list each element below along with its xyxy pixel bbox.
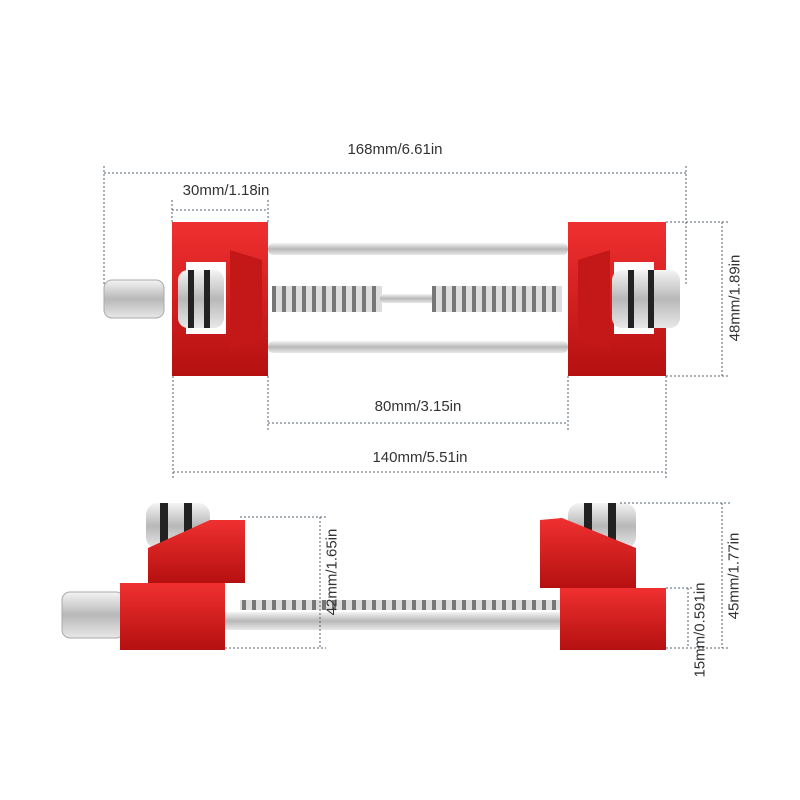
outer-span-label: 140mm/5.51in [372,449,468,466]
clamp-height-label: 42mm/1.65in [323,528,341,616]
dimension-lines [103,166,730,649]
side-clamp-upper-left [148,520,245,583]
roller-left [178,270,224,328]
guide-rod-bottom [268,341,568,353]
spring-right [432,286,562,312]
base-height-label: 15mm/0.591in [691,582,709,678]
side-rod [220,612,565,630]
jaw-right [578,250,610,350]
total-height-label: 45mm/1.77in [725,532,743,620]
screw-shaft [380,294,440,303]
knob-left [103,279,165,319]
block-width-label: 30mm/1.18in [182,182,270,199]
side-base-left [120,583,225,650]
guide-rod-top [268,243,568,255]
jaw-left [230,250,262,350]
side-spring [240,600,560,610]
overall-length-label: 168mm/6.61in [347,141,443,158]
roller-right [612,270,680,328]
spring-left [272,286,382,312]
side-view [61,503,666,650]
side-knob [61,591,125,639]
inner-gap-label: 80mm/3.15in [374,398,462,415]
top-view [103,222,680,376]
block-depth-label: 48mm/1.89in [726,254,744,342]
side-clamp-upper-right [540,518,636,588]
side-base-right [560,588,666,650]
